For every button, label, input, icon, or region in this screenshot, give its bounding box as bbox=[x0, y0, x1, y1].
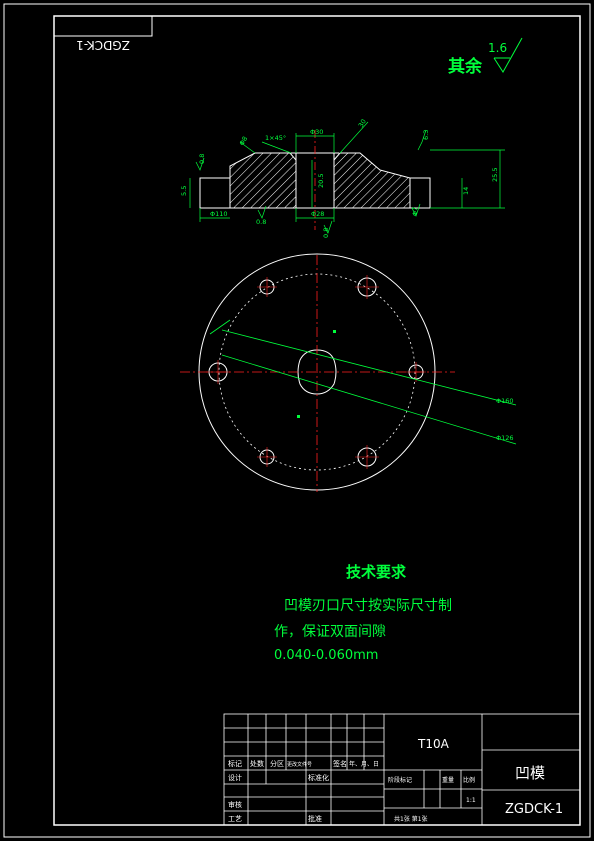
tb-header-mark: 标记 bbox=[228, 759, 242, 768]
tb-header-zone: 分区 bbox=[270, 759, 284, 768]
dim-bottom-bore: Φ28 bbox=[311, 210, 324, 218]
dim-top-bore: Φ30 bbox=[310, 128, 323, 136]
tb-standardization: 标准化 bbox=[308, 773, 329, 782]
tb-drawing-number: ZGDCK-1 bbox=[505, 802, 563, 817]
dim-chamfer: 1×45° bbox=[265, 134, 286, 142]
dim-inner-height: 20.5 bbox=[317, 174, 325, 188]
tech-req-line3: 0.040-0.060mm bbox=[274, 648, 378, 663]
tb-part-name: 凹模 bbox=[515, 764, 545, 782]
tb-review: 审核 bbox=[228, 800, 242, 809]
tb-weight: 重量 bbox=[442, 776, 454, 784]
plan-view: Φ160 Φ126 bbox=[180, 253, 517, 492]
technical-requirements: 技术要求 凹模刃口尺寸按实际尺寸制 作，保证双面间隙 0.040-0.060mm bbox=[274, 563, 452, 663]
tech-req-line2: 作，保证双面间隙 bbox=[274, 624, 386, 640]
surface-finish-icon bbox=[493, 37, 523, 73]
tb-approve: 批准 bbox=[308, 814, 322, 823]
tb-material: T10A bbox=[417, 737, 450, 751]
tb-process: 工艺 bbox=[228, 815, 242, 823]
dim-flange-height: 14 bbox=[462, 187, 470, 195]
tb-scale: 1:1 bbox=[466, 797, 476, 804]
tb-header-date: 年、月、日 bbox=[349, 760, 379, 768]
mirrored-number-box bbox=[53, 15, 153, 37]
surface-finish-value: 1.6 bbox=[488, 41, 507, 55]
dim-total-height: 25.5 bbox=[491, 168, 499, 182]
tb-header-change: 更改文件号 bbox=[287, 761, 312, 768]
title-block bbox=[223, 713, 581, 826]
surface-finish-label: 其余 bbox=[448, 56, 483, 77]
dim-roughness-b: 0.8 bbox=[198, 154, 206, 164]
outer-border bbox=[3, 3, 591, 838]
dim-small-a: Φ8 bbox=[238, 135, 250, 147]
dim-bolt-circle-diameter: Φ126 bbox=[496, 434, 514, 442]
tb-header-count: 处数 bbox=[250, 759, 264, 768]
dim-roughness-a: 0.8 bbox=[256, 218, 266, 226]
tb-design: 设计 bbox=[228, 773, 242, 782]
dim-roughness-d: 6.3 bbox=[422, 130, 430, 140]
dim-outer-diameter: Φ160 bbox=[496, 397, 514, 405]
tb-header-sign: 签名 bbox=[333, 759, 347, 768]
section-view: 1×45° Φ30 25.5 20.5 14 5.5 Φ28 Φ110 0.8 … bbox=[180, 118, 505, 238]
dim-left-step: 5.5 bbox=[180, 186, 188, 196]
dim-roughness-c: 0.8 bbox=[322, 228, 330, 238]
dim-small-c: 30 bbox=[357, 118, 368, 129]
tb-sheet-info: 共1张 第1张 bbox=[394, 815, 428, 823]
mirrored-drawing-number: ZGDCK-1 bbox=[76, 38, 130, 52]
tb-stage-mark: 阶段标记 bbox=[388, 776, 412, 784]
dim-small-b: Φ7 bbox=[411, 207, 419, 216]
tb-scale-label: 比例 bbox=[463, 776, 475, 784]
dim-bottom-left: Φ110 bbox=[210, 210, 228, 218]
tech-req-line1: 凹模刃口尺寸按实际尺寸制 bbox=[284, 598, 452, 614]
tech-req-title: 技术要求 bbox=[346, 563, 407, 581]
